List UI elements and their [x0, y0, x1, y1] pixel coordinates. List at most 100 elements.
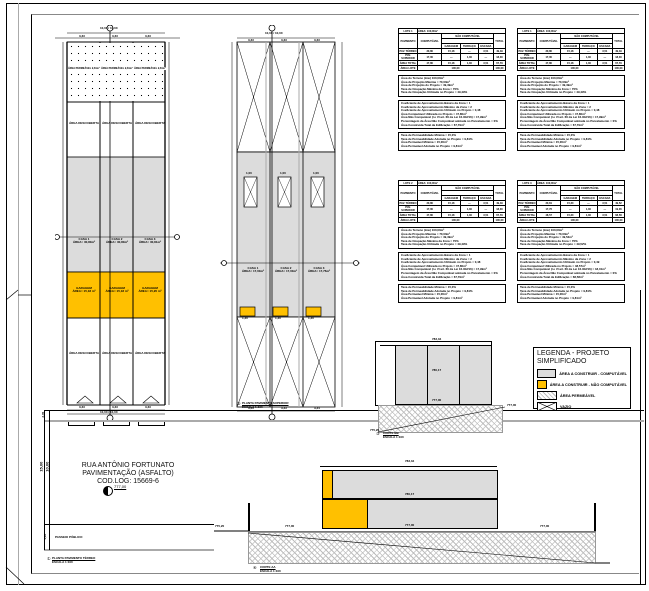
section-bb-divider-1	[427, 345, 428, 405]
section-bb-inner-line	[380, 345, 395, 346]
front-label-1: ÁREA DESCOBERTA	[69, 351, 100, 355]
front-label-2: ÁREA DESCOBERTA	[102, 351, 133, 355]
section-aa-title: CORTE AA	[260, 565, 276, 569]
dim-top-1: 3,33	[79, 34, 85, 38]
uncovered-label-1: ÁREA DESCOBERTA	[69, 121, 100, 125]
aa-level-2: 780,17	[405, 492, 415, 496]
section-aa-ground-line	[248, 531, 596, 532]
upper-dim-bottom-1: 3,33	[248, 406, 254, 410]
permeable-area-hatch	[68, 43, 164, 101]
section-aa-upper-grey	[332, 470, 498, 499]
uncovered-label-3: ÁREA DESCOBERTA	[135, 121, 166, 125]
section-bb-number: ③	[376, 431, 380, 436]
street-line-top	[44, 410, 644, 411]
section-aa-lower-orange	[322, 499, 368, 529]
upper-dim-bottom-3: 3,34	[314, 406, 320, 410]
upper-dim-overall: 10,00 / 10,00	[265, 31, 283, 35]
legend-item-non-computable: ÁREA A CONSTRUIR - NÃO COMPUTÁVEL	[537, 380, 627, 389]
ground-plan-number: ①	[47, 556, 51, 561]
section-aa-scale: ESCALA 1:100	[260, 569, 281, 573]
uncovered-label-2: ÁREA DESCOBERTA	[102, 121, 133, 125]
street-dim-4: 1,95	[43, 533, 48, 540]
street-paving: PAVIMENTAÇÃO (ASFALTO)	[82, 470, 174, 477]
dim-bottom-2: 3,33	[112, 405, 118, 409]
street-dim-vertical	[44, 410, 45, 550]
legend-item-permeable: ÁREA PERMEÁVEL	[537, 391, 627, 400]
section-bb-slope-line	[377, 406, 506, 433]
level-marker-icon	[103, 486, 113, 496]
lot-4-coefficient-box: Coeficiente de Aproveitamento Básico da …	[517, 251, 625, 282]
legend-item-void: VAZIO	[537, 402, 627, 411]
legend-item-computable: ÁREA A CONSTRUIR - COMPUTÁVEL	[537, 369, 627, 378]
legend: LEGENDA - PROJETO SIMPLIFICADO ÁREA A CO…	[533, 347, 631, 411]
upper-stair-dim-3: 1,30	[308, 316, 314, 320]
aa-level-4: 777,00	[285, 524, 295, 528]
lot-3-coefficient-box: Coeficiente de Aproveitamento Básico da …	[398, 251, 506, 282]
sheet-left-margin	[18, 3, 19, 585]
upper-dim-top-1: 3,33	[248, 38, 254, 42]
dim-bottom-3: 3,33	[145, 405, 151, 409]
section-aa-upper-orange	[322, 470, 333, 499]
street-line-3	[44, 524, 214, 525]
sheet-inner-frame	[31, 14, 639, 574]
street-line-2	[44, 420, 644, 422]
permeable-label-2: ÁREA PERMEÁVEL 9,81m²	[101, 67, 133, 71]
bb-level-4: 777,00	[507, 403, 517, 407]
permeable-label-3: ÁREA PERMEÁVEL 9,81m²	[134, 67, 166, 71]
upper-dim-top-3: 3,33	[314, 38, 320, 42]
ground-plan-scale: ESCALA 1:100	[52, 560, 73, 564]
section-aa-roof	[320, 466, 497, 467]
plan-ground-floor: 10,00 / 10,00 3,33 3,33 3,33 ÁREA PERMEÁ…	[55, 25, 205, 445]
dim-bottom-total: 10,00 / 10,00	[100, 410, 118, 414]
section-bb-scale: ESCALA 1:100	[383, 435, 404, 439]
plan-upper-linework	[220, 25, 360, 420]
upper-plan-number: ②	[237, 401, 241, 406]
section-bb-divider-2	[459, 345, 460, 405]
bb-level-3: 777,00	[432, 398, 442, 402]
section-bb-upper-floor	[395, 345, 492, 376]
section-aa-number: ④	[253, 565, 257, 570]
street-line-4	[44, 549, 214, 551]
front-label-3: ÁREA DESCOBERTA	[135, 351, 166, 355]
section-aa-slope-line	[214, 530, 610, 564]
section-aa-fence-right	[594, 503, 596, 531]
lot-1-coefficient-box: Coeficiente de Aproveitamento Básico da …	[398, 99, 506, 130]
street-dim-2: 15,00	[38, 461, 44, 472]
upper-plan-scale: ESCALA 1:100	[242, 405, 263, 409]
permeable-label-1: ÁREA PERMEÁVEL 9,81m²	[68, 67, 100, 71]
legend-swatch-grey	[537, 369, 557, 378]
lot-2-coefficient-box: Coeficiente de Aproveitamento Básico da …	[517, 99, 625, 130]
legend-swatch-cross-icon	[537, 402, 557, 411]
street-dim-1: 3,05	[41, 411, 46, 418]
section-aa-lower-grey	[368, 499, 498, 529]
section-bb: 783,34 780,17 777,00 777,00 775,20	[370, 337, 520, 437]
legend-swatch-orange	[537, 380, 547, 389]
lot-3-permeability-box: Taxa de Permeabilidade Mínima = 15,0%Tax…	[398, 284, 506, 303]
lot-4-permeability-box: Taxa de Permeabilidade Mínima = 15,0%Tax…	[517, 284, 625, 303]
street-dim-vertical-2	[49, 410, 50, 550]
street-name-block: RUA ANTÔNIO FORTUNATO PAVIMENTAÇÃO (ASFA…	[78, 462, 178, 486]
dim-overall: 10,00 / 10,00	[100, 26, 118, 30]
upper-dim-bottom-2: 3,33	[281, 406, 287, 410]
section-bb-title: CORTE BB	[383, 431, 399, 435]
section-bb-lower-floor	[395, 374, 492, 405]
aa-level-3: 777,00	[405, 523, 415, 527]
legend-title: LEGENDA - PROJETO SIMPLIFICADO	[537, 350, 610, 365]
